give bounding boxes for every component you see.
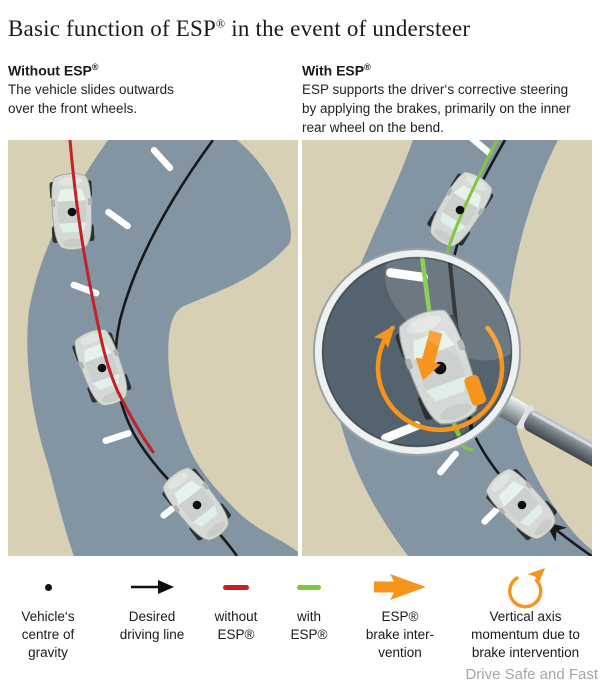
centre-of-gravity-dots [67, 207, 202, 510]
with-esp-heading: With ESP® [302, 62, 371, 79]
magnifier-rim [313, 248, 521, 456]
page-title: Basic function of ESP® in the event of u… [8, 16, 471, 41]
red-dash-icon [223, 584, 249, 590]
without-esp-heading: Without ESP® [8, 62, 99, 79]
yaw-arc-arrowhead [373, 324, 395, 349]
without-esp-illustration [8, 140, 298, 556]
magnifier-view [322, 257, 512, 447]
without-esp-description: The vehicle slides outwards over the fro… [8, 82, 174, 116]
yaw-arrow-icon [507, 567, 545, 609]
road [27, 140, 298, 556]
brake-force-arrow-icon [415, 330, 443, 381]
with-esp-panel [302, 140, 592, 556]
centre-of-gravity-dots [455, 205, 527, 510]
cog-dot-icon [44, 583, 52, 591]
green-dash-icon [297, 584, 321, 590]
lane-dash-magnified [386, 268, 428, 282]
orange-arrow-icon [374, 574, 426, 600]
legend-item-brake-intervention: ESP®brake inter-vention [355, 566, 445, 662]
with-esp-description: ESP supports the driver‘s corrective ste… [302, 82, 571, 135]
magnifier [313, 248, 592, 481]
watermark: Drive Safe and Fast [465, 666, 598, 683]
lane-dash-magnified [381, 421, 421, 443]
without-esp-panel [8, 140, 298, 556]
arrow-right-icon [131, 580, 174, 594]
yaw-momentum-arc-icon [375, 325, 505, 433]
with-esp-illustration [302, 140, 592, 556]
without-esp-line [68, 140, 155, 454]
